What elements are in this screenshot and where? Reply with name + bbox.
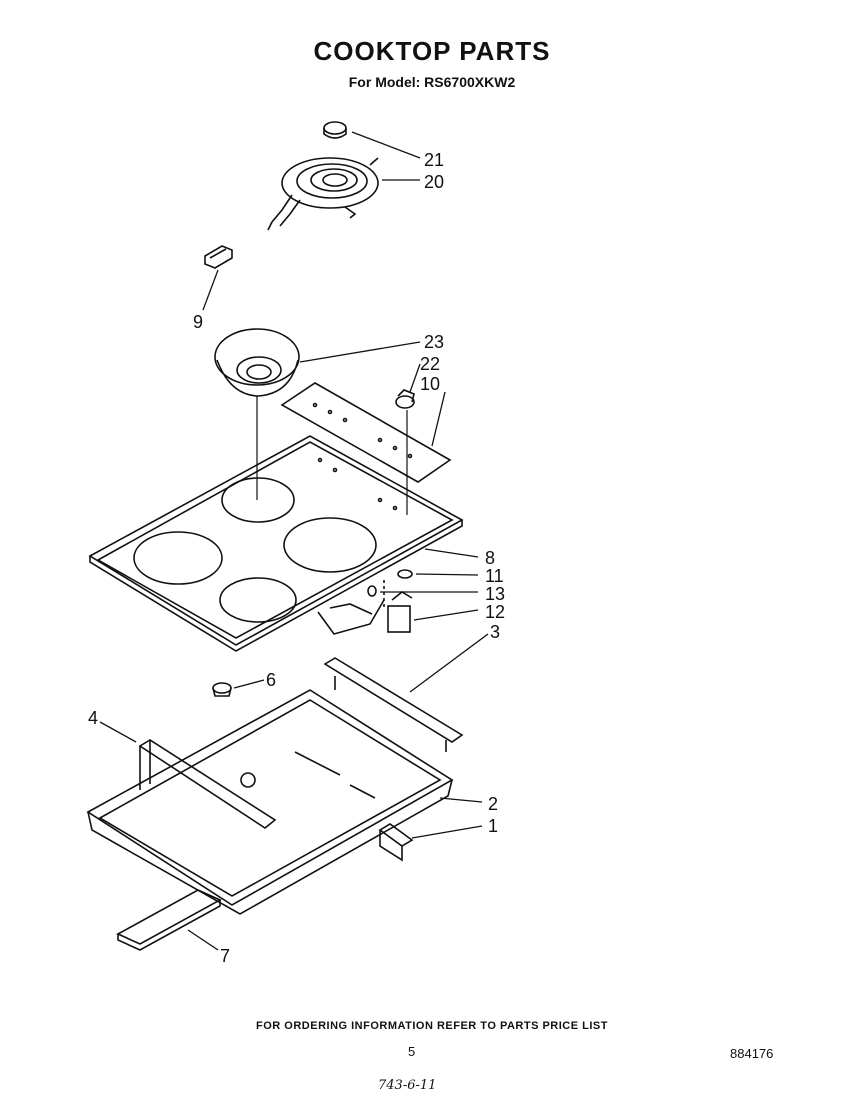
part-10-control-panel: [280, 382, 452, 483]
handwritten-note: 743-6-11: [378, 1078, 437, 1093]
callout-8: 8: [485, 548, 495, 568]
callout-12: 12: [485, 602, 505, 622]
part-4-brace: [138, 739, 277, 829]
callout-labels: 21 20 9 23 22 10 8 11 13 12 3 6 4 2 1 7: [88, 150, 505, 966]
page-title: COOKTOP PARTS: [313, 36, 551, 66]
leader-lines: [99, 131, 489, 951]
part-3-bracket: [323, 657, 464, 752]
callout-6: 6: [266, 670, 276, 690]
part-11-grommet: [397, 569, 413, 579]
part-2-burner-box: [86, 689, 454, 915]
part-13-12-switch-assembly: [317, 580, 413, 635]
exploded-parts-diagram: 21 20 9 23 22 10 8 11 13 12 3 6 4 2 1 7: [86, 121, 505, 966]
part-9-terminal-block: [204, 245, 233, 269]
callout-10: 10: [420, 374, 440, 394]
callout-3: 3: [490, 622, 500, 642]
part-8-cooktop: [88, 435, 464, 652]
callout-20: 20: [424, 172, 444, 192]
callout-2: 2: [488, 794, 498, 814]
part-21-knob: [323, 121, 347, 139]
callout-4: 4: [88, 708, 98, 728]
callout-21: 21: [424, 150, 444, 170]
part-22-control-knob: [395, 389, 415, 409]
part-7-rail: [116, 889, 222, 951]
callout-11: 11: [485, 566, 504, 586]
document-number: 884176: [730, 1046, 774, 1061]
model-subtitle: For Model: RS6700XKW2: [348, 74, 516, 90]
callout-9: 9: [193, 312, 203, 332]
callout-23: 23: [424, 332, 444, 352]
callout-1: 1: [488, 816, 498, 836]
callout-22: 22: [420, 354, 440, 374]
page-number: 5: [408, 1044, 416, 1059]
callout-13: 13: [485, 584, 505, 604]
callout-7: 7: [220, 946, 230, 966]
ordering-note: FOR ORDERING INFORMATION REFER TO PARTS …: [256, 1020, 608, 1032]
part-20-surface-element: [267, 157, 379, 231]
part-23-drip-bowl: [214, 328, 300, 397]
part-1-support: [378, 823, 414, 862]
part-6-bushing: [212, 682, 232, 697]
